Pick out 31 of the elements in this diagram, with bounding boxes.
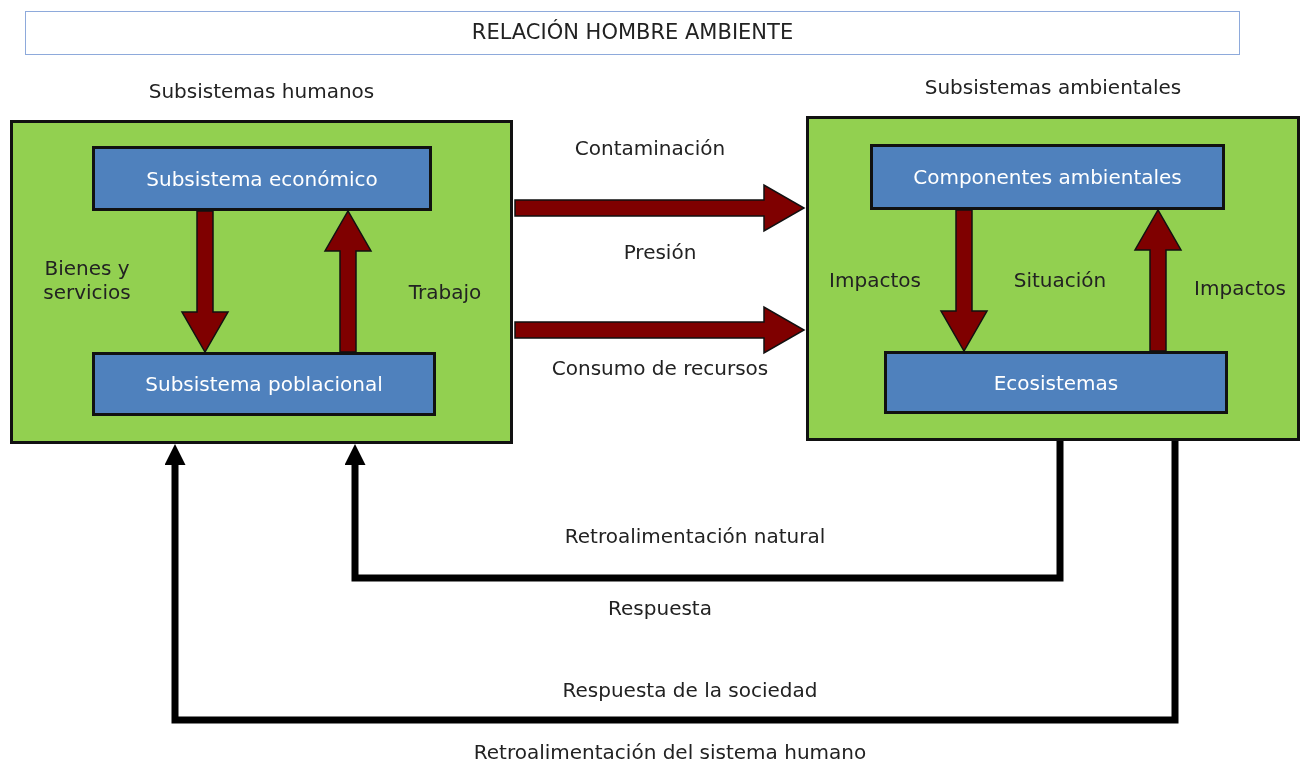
edge-label: Trabajo <box>407 280 483 304</box>
edge-label: Consumo de recursos <box>550 356 770 380</box>
block-arrow <box>323 209 373 353</box>
text-label: Retroalimentación del sistema humano <box>472 740 868 764</box>
block-arrow <box>514 183 806 233</box>
subsystem-box <box>884 351 1228 414</box>
group-heading: Subsistemas ambientales <box>923 75 1183 99</box>
feedback-arrow <box>164 441 1179 724</box>
box-label: Subsistema poblacional <box>145 372 383 396</box>
edge-label: Respuesta de la sociedad <box>561 678 819 702</box>
group-heading: Subsistemas humanos <box>147 79 376 103</box>
box-label: Subsistema económico <box>146 166 378 191</box>
edge-label: Contaminación <box>573 136 727 160</box>
edge-label: Retroalimentación natural <box>563 524 827 548</box>
edge-label: Impactos <box>828 268 922 292</box>
box-label: Ecosistemas <box>993 370 1119 395</box>
text-label: Situación <box>1012 268 1108 292</box>
block-arrow <box>514 305 806 355</box>
subsystem-box <box>870 144 1225 210</box>
title-box: RELACIÓN HOMBRE AMBIENTE <box>25 11 1240 55</box>
block-arrow <box>180 210 230 354</box>
text-label: Respuesta <box>607 596 713 620</box>
subsystem-box <box>92 352 436 416</box>
edge-label: Bienes y servicios <box>42 256 132 304</box>
subsystem-box <box>92 146 432 211</box>
text-label: Presión <box>622 240 698 264</box>
block-arrow <box>1133 208 1183 352</box>
block-arrow <box>939 209 989 353</box>
edge-label: Impactos <box>1193 276 1287 300</box>
box-label: Componentes ambientales <box>913 165 1182 189</box>
feedback-arrow <box>344 441 1064 582</box>
